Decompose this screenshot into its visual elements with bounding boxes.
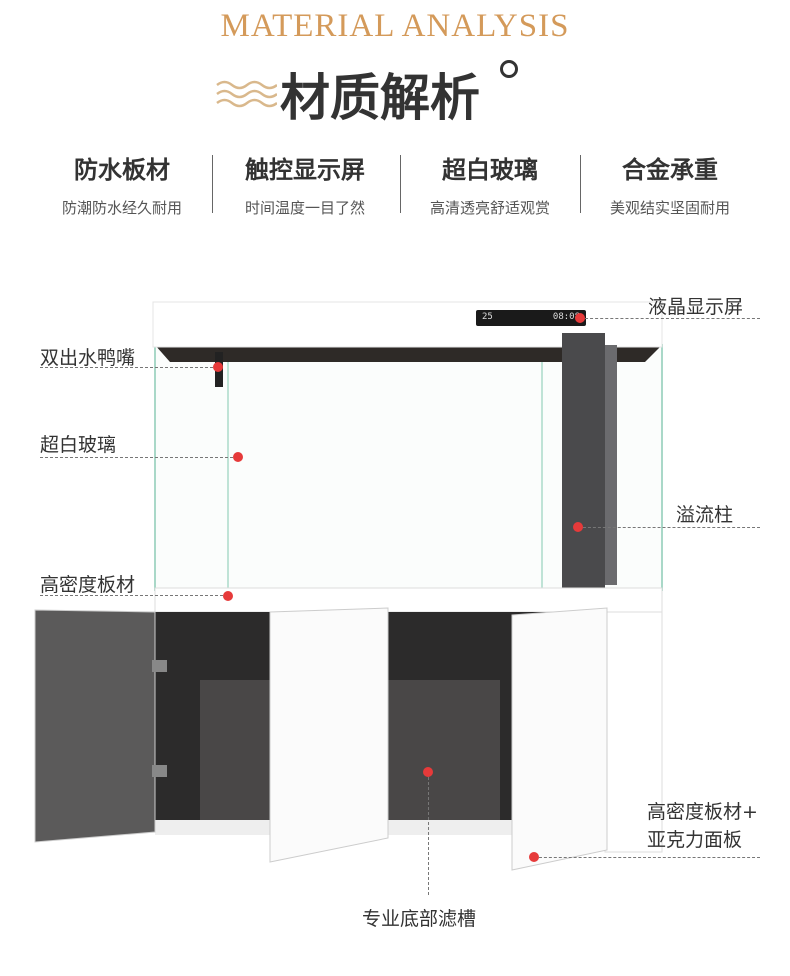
marker-dot	[575, 313, 585, 323]
label-panel-1: 高密度板材+	[647, 801, 758, 823]
leader-line	[578, 527, 760, 528]
leader-line	[40, 367, 218, 368]
marker-dot	[233, 452, 243, 462]
divider	[580, 155, 581, 213]
feature-2: 触控显示屏时间温度一目了然	[210, 150, 400, 218]
marker-dot	[423, 767, 433, 777]
marker-dot	[213, 362, 223, 372]
label-lcd: 液晶显示屏	[648, 296, 744, 318]
feature-title: 防水板材	[74, 156, 170, 184]
divider	[212, 155, 213, 213]
label-glass: 超白玻璃	[40, 434, 117, 456]
feature-subtitle: 防潮防水经久耐用	[61, 199, 182, 217]
aquarium-illustration	[34, 301, 663, 871]
leader-line	[40, 595, 228, 596]
title-en: MATERIAL ANALYSIS	[220, 8, 570, 44]
display-temp: 25	[482, 312, 493, 322]
marker-dot	[529, 852, 539, 862]
feature-4: 合金承重美观结实坚固耐用	[575, 150, 765, 218]
lcd-display[interactable]: 25 08:08	[476, 310, 586, 326]
leader-line	[534, 857, 760, 858]
title-cn: 材质解析	[280, 69, 480, 127]
feature-title: 超白玻璃	[442, 156, 538, 184]
marker-dot	[223, 591, 233, 601]
feature-subtitle: 时间温度一目了然	[244, 199, 365, 217]
feature-subtitle: 高清透亮舒适观赏	[429, 199, 550, 217]
degree-icon	[500, 60, 518, 78]
feature-3: 超白玻璃高清透亮舒适观赏	[395, 150, 585, 218]
label-board: 高密度板材	[40, 574, 136, 596]
leader-line	[428, 772, 429, 895]
feature-1: 防水板材防潮防水经久耐用	[27, 150, 217, 218]
label-panel-2: 亚克力面板	[647, 829, 743, 851]
label-overflow: 溢流柱	[676, 504, 734, 526]
leader-line	[40, 457, 238, 458]
marker-dot	[573, 522, 583, 532]
divider	[400, 155, 401, 213]
label-filter: 专业底部滤槽	[362, 908, 477, 930]
label-spout: 双出水鸭嘴	[40, 347, 136, 369]
feature-title: 合金承重	[622, 156, 718, 184]
feature-subtitle: 美观结实坚固耐用	[609, 199, 730, 217]
wave-icon	[216, 80, 277, 108]
display-time: 08:08	[552, 312, 580, 322]
feature-title: 触控显示屏	[245, 156, 365, 184]
leader-line	[585, 318, 760, 319]
